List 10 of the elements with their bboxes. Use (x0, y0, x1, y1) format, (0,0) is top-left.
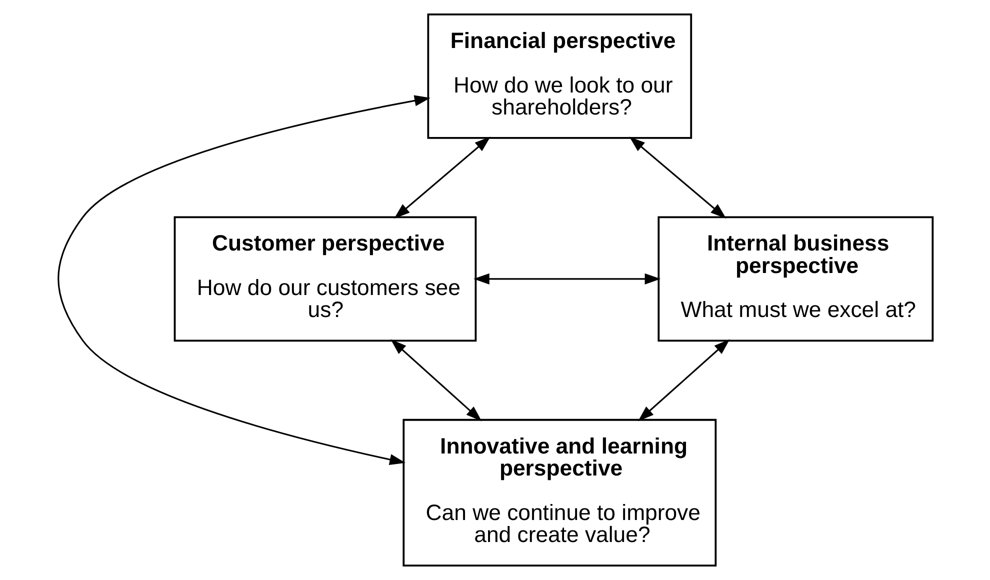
arrow (638, 339, 730, 422)
arrow (57, 95, 430, 465)
node-box: Internal business perspective What must we excel at? (657, 216, 934, 342)
node-box: Innovative and learning perspective Can we continue to improve and create value? (402, 418, 716, 567)
arrow (394, 136, 490, 219)
arrow (628, 136, 726, 219)
arrow (473, 273, 660, 284)
node-box: Financial perspective How do we look to our shareholders? (426, 13, 692, 139)
node-box: Customer perspective How do our customers see us? (173, 216, 476, 342)
arrow (390, 339, 482, 422)
